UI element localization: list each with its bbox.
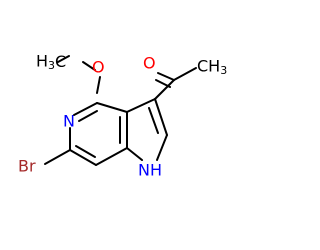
bond-c3-cco: [154, 79, 175, 100]
bond-n1-c7a: [126, 147, 143, 161]
bond-o-c4: [96, 76, 101, 94]
bond-cco-ch3: [173, 67, 197, 81]
bond-c7-c6: [69, 149, 97, 166]
bond-n5-c4: [73, 102, 98, 116]
bond-cco-o: [157, 72, 175, 81]
bond-o-cme: [82, 61, 96, 71]
atom-bromine: Br: [18, 157, 36, 176]
bond-c3-c2: [154, 98, 168, 136]
atom-methyl-ether: H3C: [36, 52, 66, 73]
bond-c6-br: [44, 149, 71, 165]
bond-cco-o-double: [155, 79, 171, 88]
molecule-structure: H3C O O CH3 N NH Br: [18, 52, 227, 180]
bond-c7a-c7: [95, 147, 128, 166]
atom-ketone-oxygen: O: [143, 54, 156, 73]
bonds: [44, 55, 197, 166]
atom-ether-oxygen: O: [92, 58, 105, 77]
atom-labels: H3C O O CH3 N NH Br: [18, 52, 227, 180]
bond-c3-c2-inner: [148, 107, 159, 134]
bond-c2-n1: [156, 134, 168, 161]
bond-ch3-o: [57, 55, 70, 63]
bond-c7-c6-inner: [75, 145, 96, 158]
atom-pyrrole-nh: NH: [138, 161, 162, 180]
bond-c4-c3a: [96, 102, 128, 113]
atom-acetyl-methyl: CH3: [197, 57, 227, 78]
bond-n5-c4-inner: [78, 110, 98, 122]
bond-c3a-c3: [126, 98, 156, 113]
atom-pyridine-nitrogen: N: [63, 112, 75, 131]
